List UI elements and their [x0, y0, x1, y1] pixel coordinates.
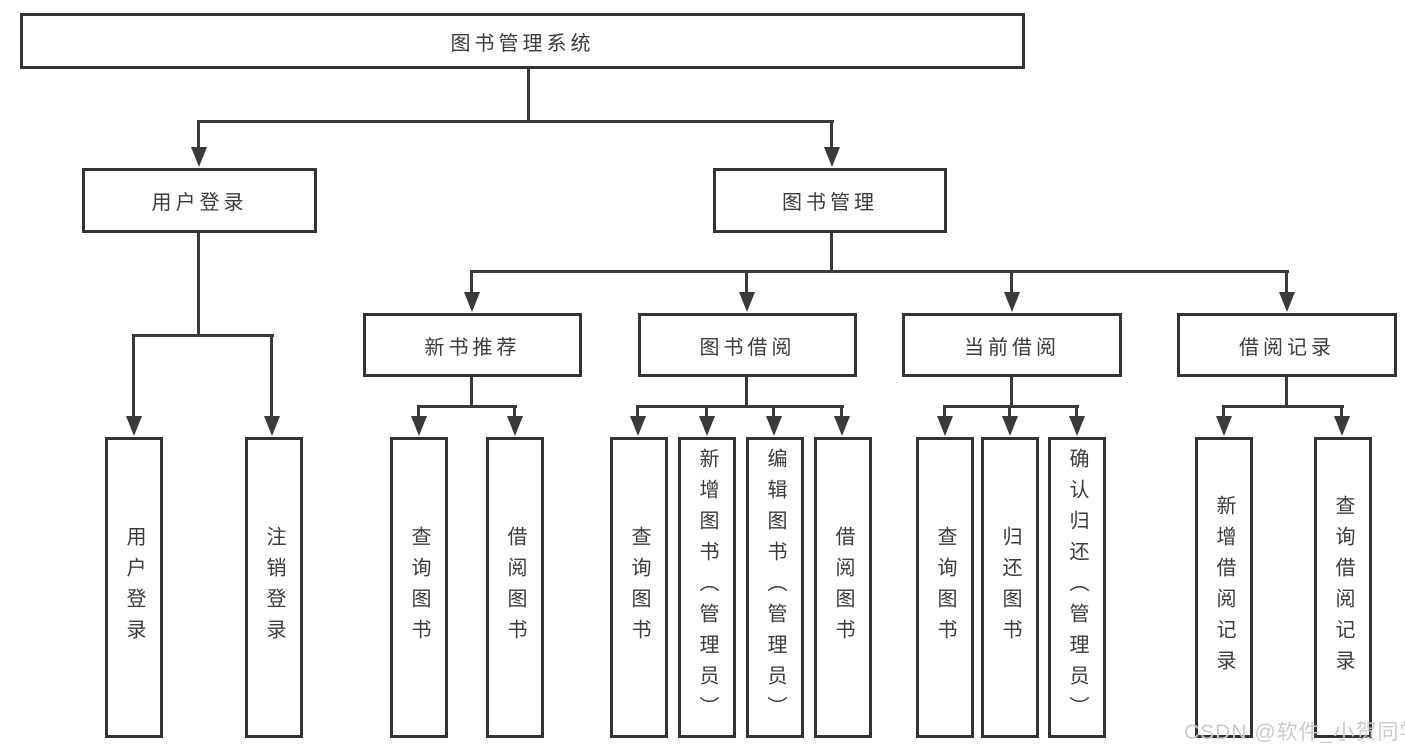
leaf-cb-confirm-return-label: 确认归还（管理员） [1066, 448, 1088, 727]
leaf-bb-borrow-books: 借阅图书 [814, 437, 872, 738]
leaf-cb-query-books-label: 查询图书 [934, 525, 956, 650]
connector-bookborrow-branch [636, 405, 844, 408]
arrow-down-icon [937, 416, 953, 436]
arrow-down-icon [766, 416, 782, 436]
connector-arrow-line [197, 120, 200, 160]
arrow-down-icon [464, 292, 480, 312]
connector-userlogin-stem [197, 233, 200, 337]
node-borrow-records-label: 借阅记录 [1239, 336, 1335, 359]
node-user-login: 用户登录 [82, 168, 317, 233]
arrow-down-icon [699, 416, 715, 436]
connector-root-branch [197, 120, 834, 123]
leaf-logout-label: 注销登录 [263, 525, 285, 650]
node-new-books: 新书推荐 [363, 313, 582, 377]
connector-arrow-line [1285, 270, 1288, 306]
arrow-down-icon [1216, 416, 1232, 436]
connector-currentborrow-stem [1010, 377, 1013, 408]
node-root: 图书管理系统 [20, 13, 1025, 69]
arrow-down-icon [1002, 416, 1018, 436]
node-borrow-records: 借阅记录 [1177, 313, 1397, 377]
leaf-bb-borrow-books-label: 借阅图书 [832, 525, 854, 650]
connector-bookmgmt-branch [470, 270, 1289, 273]
node-book-mgmt-label: 图书管理 [782, 192, 878, 214]
leaf-cb-query-books: 查询图书 [916, 437, 974, 738]
leaf-logout: 注销登录 [245, 437, 303, 738]
connector-arrow-line [470, 270, 473, 306]
leaf-nb-borrow-books: 借阅图书 [486, 437, 544, 738]
leaf-bb-query-books: 查询图书 [610, 437, 668, 738]
leaf-cb-return-books: 归还图书 [981, 437, 1039, 738]
arrow-down-icon [264, 416, 280, 436]
arrow-down-icon [507, 416, 523, 436]
leaf-nb-query-books-label: 查询图书 [408, 525, 430, 650]
leaf-nb-query-books: 查询图书 [390, 437, 448, 738]
leaf-bb-edit-books-label: 编辑图书（管理员） [764, 448, 786, 727]
leaf-cb-return-books-label: 归还图书 [999, 525, 1021, 650]
node-new-books-label: 新书推荐 [424, 336, 521, 359]
node-book-borrow-label: 图书借阅 [699, 336, 796, 359]
leaf-br-add-record-label: 新增借阅记录 [1213, 494, 1235, 681]
node-book-mgmt: 图书管理 [713, 168, 947, 233]
leaf-bb-edit-books: 编辑图书（管理员） [746, 437, 804, 738]
connector-newbooks-branch [417, 405, 517, 408]
leaf-br-add-record: 新增借阅记录 [1195, 437, 1253, 738]
connector-arrow-line [745, 270, 748, 306]
connector-newbooks-stem [470, 377, 473, 408]
node-user-login-label: 用户登录 [151, 192, 248, 214]
leaf-br-query-record-label: 查询借阅记录 [1332, 494, 1354, 681]
arrow-down-icon [411, 416, 427, 436]
connector-arrow-line [1010, 270, 1013, 306]
watermark: CSDN @软件_小贺同学 [1184, 721, 1405, 744]
arrow-down-icon [1279, 292, 1295, 312]
connector-bookborrow-stem [745, 377, 748, 408]
leaf-user-login-label: 用户登录 [123, 525, 145, 650]
leaf-cb-confirm-return: 确认归还（管理员） [1048, 437, 1106, 738]
leaf-bb-add-books: 新增图书（管理员） [678, 437, 736, 738]
arrow-down-icon [824, 147, 840, 167]
connector-arrow-line [132, 334, 135, 429]
arrow-down-icon [630, 416, 646, 436]
node-current-borrow: 当前借阅 [902, 313, 1122, 377]
leaf-bb-add-books-label: 新增图书（管理员） [696, 448, 718, 727]
connector-borrowrecords-stem [1285, 377, 1288, 408]
arrow-down-icon [126, 416, 142, 436]
leaf-user-login: 用户登录 [105, 437, 163, 738]
connector-currentborrow-branch [943, 405, 1079, 408]
arrow-down-icon [1069, 416, 1085, 436]
arrow-down-icon [834, 416, 850, 436]
node-root-label: 图书管理系统 [450, 32, 595, 55]
connector-userlogin-branch [132, 334, 274, 337]
node-current-borrow-label: 当前借阅 [964, 336, 1060, 359]
arrow-down-icon [739, 292, 755, 312]
leaf-nb-borrow-books-label: 借阅图书 [504, 525, 526, 650]
leaf-br-query-record: 查询借阅记录 [1314, 437, 1372, 738]
arrow-down-icon [1004, 292, 1020, 312]
connector-root-stem [527, 69, 530, 122]
connector-arrow-line [830, 120, 833, 160]
node-book-borrow: 图书借阅 [638, 313, 857, 377]
leaf-bb-query-books-label: 查询图书 [628, 525, 650, 650]
arrow-down-icon [191, 147, 207, 167]
connector-bookmgmt-stem [830, 233, 833, 273]
connector-arrow-line [270, 334, 273, 429]
connector-borrowrecords-branch [1222, 405, 1344, 408]
arrow-down-icon [1334, 416, 1350, 436]
